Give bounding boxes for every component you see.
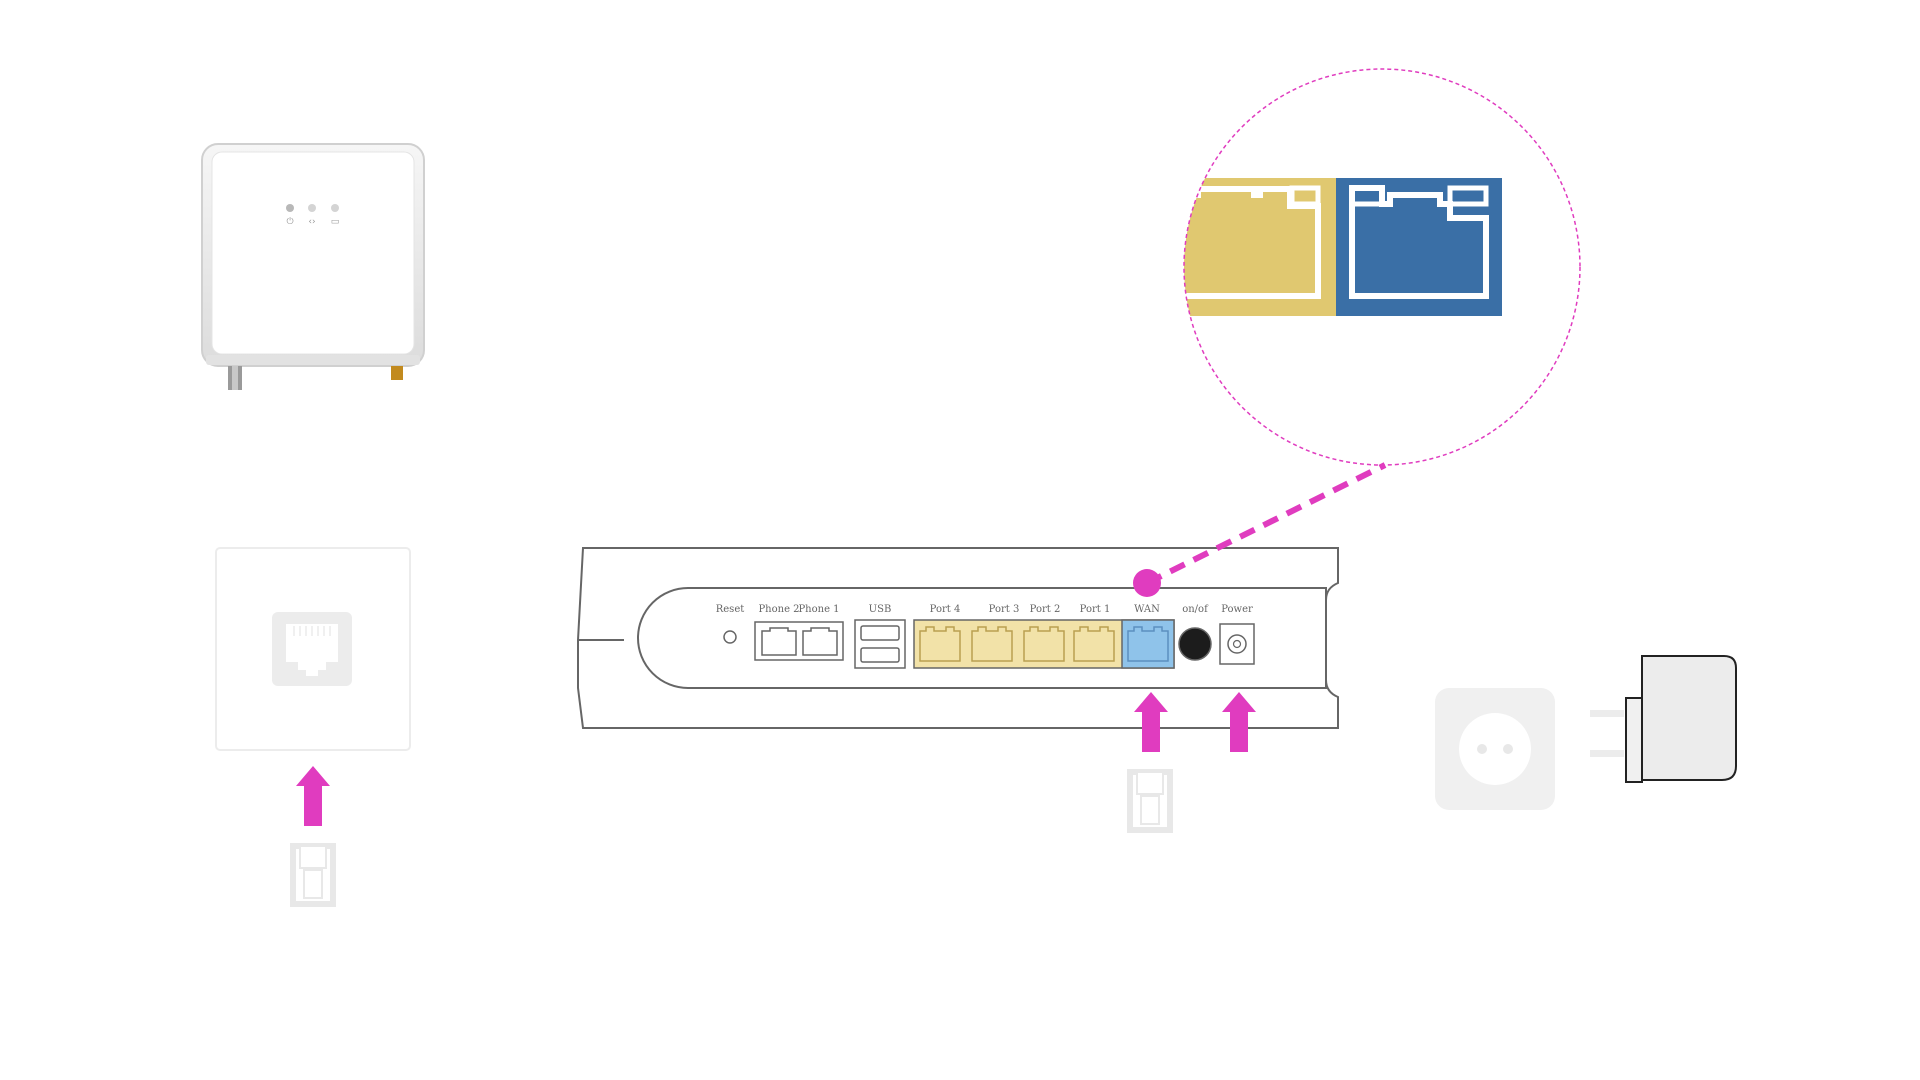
rj45-plug-icon bbox=[290, 843, 336, 907]
power-outlet-icon bbox=[1435, 688, 1555, 810]
monitor-symbol-icon: ▭ bbox=[331, 217, 340, 227]
label-wan: WAN bbox=[1134, 604, 1160, 615]
port2-jack bbox=[1023, 626, 1065, 662]
arrow-up-icon bbox=[296, 766, 330, 826]
router-back-panel: Reset Phone 2 Phone 1 USB Port 4 Port 3 … bbox=[577, 547, 1339, 729]
rj45-plug-icon bbox=[1127, 769, 1173, 833]
label-phone1: Phone 1 bbox=[798, 604, 839, 615]
port3-jack bbox=[971, 626, 1013, 662]
wan-port-block bbox=[1121, 619, 1175, 669]
arrow-up-icon bbox=[1134, 692, 1168, 752]
zoom-pointer-line bbox=[1145, 462, 1387, 586]
power-symbol-icon: ⏻ bbox=[286, 216, 293, 227]
label-power: Power bbox=[1221, 604, 1253, 615]
label-onoff: on/of bbox=[1182, 604, 1209, 615]
modem-port-connector bbox=[391, 366, 403, 380]
arrow-up-icon bbox=[1222, 692, 1256, 752]
label-port3: Port 3 bbox=[989, 604, 1020, 615]
modem-led-lan bbox=[331, 204, 339, 212]
label-phone2: Phone 2 bbox=[758, 604, 799, 615]
zoom-circle-icon bbox=[1183, 68, 1581, 466]
wan-jack bbox=[1127, 626, 1169, 662]
label-port4: Port 4 bbox=[930, 604, 961, 615]
phone1-port bbox=[802, 627, 838, 656]
modem-device-icon: ⏻ ‹› ▭ bbox=[201, 143, 425, 390]
usb-port-top bbox=[860, 625, 900, 641]
power-adapter-icon bbox=[1590, 655, 1737, 783]
ethernet-wall-socket-icon bbox=[215, 547, 411, 751]
usb-port-bottom bbox=[860, 647, 900, 663]
code-symbol-icon: ‹› bbox=[308, 217, 315, 227]
modem-led-link bbox=[308, 204, 316, 212]
modem-led-power bbox=[286, 204, 294, 212]
label-port1: Port 1 bbox=[1080, 604, 1111, 615]
port4-jack bbox=[919, 626, 961, 662]
label-reset: Reset bbox=[716, 604, 745, 615]
reset-button bbox=[723, 630, 737, 644]
label-usb: USB bbox=[869, 604, 892, 615]
phone2-port bbox=[761, 627, 797, 656]
on-off-button bbox=[1178, 627, 1212, 661]
label-port2: Port 2 bbox=[1030, 604, 1061, 615]
wan-highlight-dot bbox=[1133, 569, 1161, 597]
port1-jack bbox=[1073, 626, 1115, 662]
